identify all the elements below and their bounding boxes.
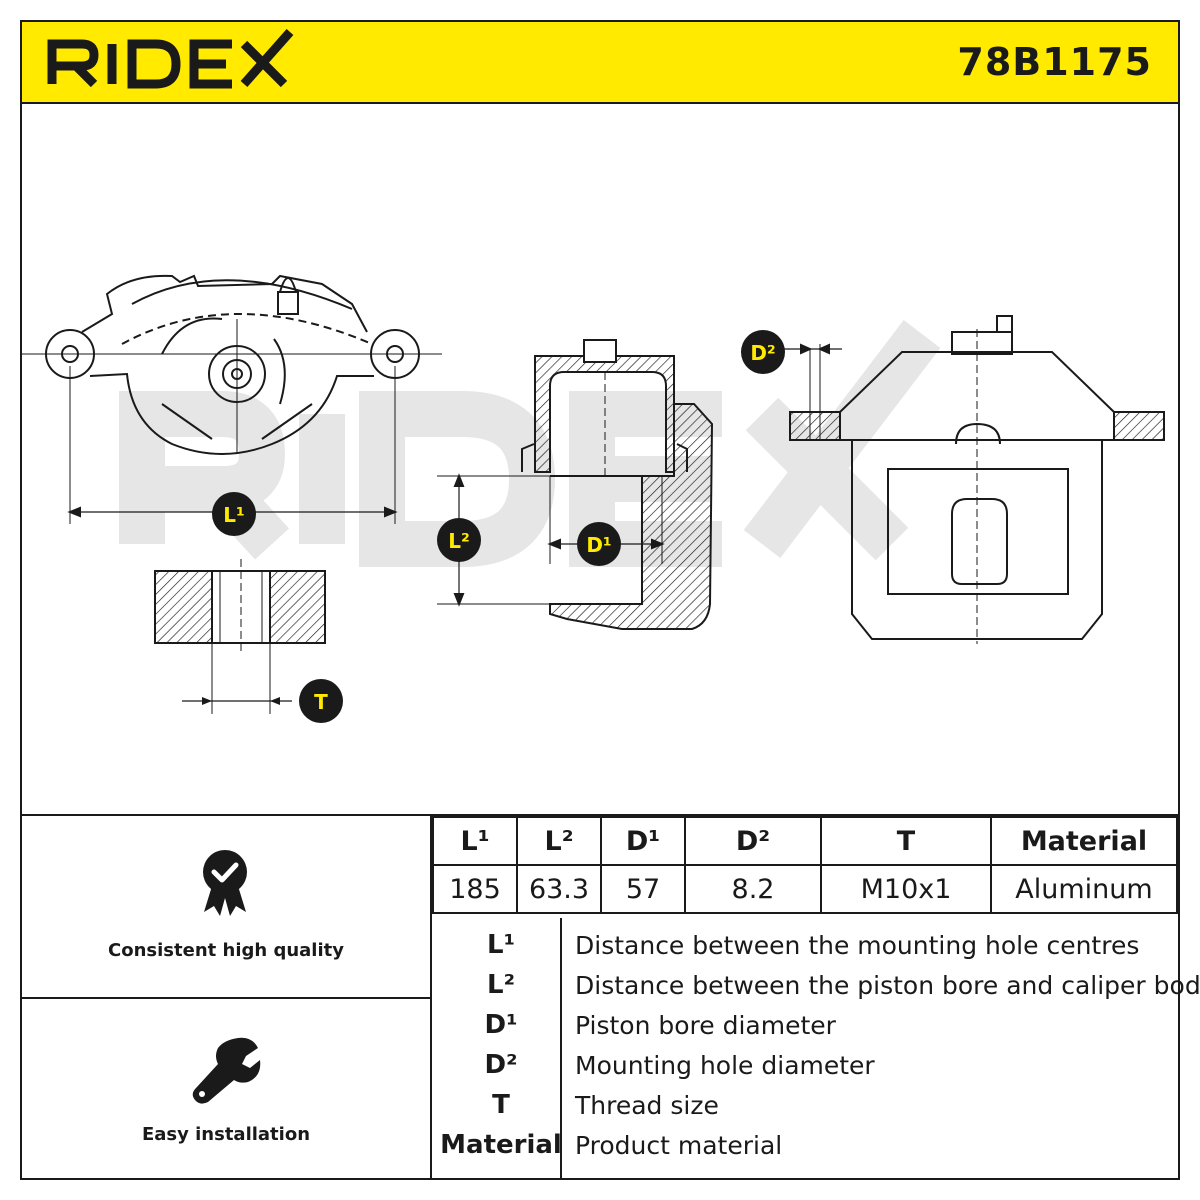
wrench-icon	[192, 1037, 261, 1104]
glossary-row: L¹ Distance between the mounting hole ce…	[432, 926, 1178, 966]
divider	[22, 814, 1178, 816]
glossary-row: Material Product material	[432, 1126, 1178, 1166]
technical-drawing: L¹ T	[22, 104, 1178, 814]
feature-label: Easy installation	[141, 1124, 311, 1145]
d1-badge	[577, 522, 621, 566]
glossary-row: D² Mounting hole diameter	[432, 1046, 1178, 1086]
glossary-key: Material	[440, 1130, 562, 1160]
spec-header-cell: L¹	[432, 816, 518, 866]
l1-badge-label: L¹	[223, 503, 245, 527]
spec-header-cell: T	[820, 816, 992, 866]
glossary-key: D¹	[484, 1010, 518, 1040]
thread-section-view	[154, 559, 326, 714]
ridex-logo	[47, 29, 294, 89]
glossary-desc: Thread size	[575, 1091, 719, 1120]
spec-header-row: L¹ L² D¹ D² T Material	[432, 816, 1178, 866]
glossary-desc: Distance between the mounting hole centr…	[575, 931, 1140, 960]
l2-badge-label: L²	[448, 529, 470, 553]
glossary-key: T	[492, 1090, 510, 1120]
glossary-key: L²	[487, 970, 515, 1000]
spec-value-cell: 57	[600, 864, 686, 914]
t-badge-label: T	[314, 690, 328, 714]
glossary-row: L² Distance between the piston bore and …	[432, 966, 1200, 1006]
glossary-key: D²	[484, 1050, 518, 1080]
glossary-key: L¹	[487, 930, 515, 960]
d1-badge-label: D¹	[586, 533, 611, 557]
caliper-section-view	[437, 339, 714, 630]
spec-value-cell: 8.2	[684, 864, 822, 914]
d2-badge	[741, 330, 785, 374]
header-bar: 78B1175	[22, 22, 1178, 104]
divider	[22, 997, 430, 999]
divider	[430, 816, 432, 1178]
spec-value-cell: M10x1	[820, 864, 992, 914]
spec-value-row: 185 63.3 57 8.2 M10x1 Aluminum	[432, 864, 1178, 914]
glossary-desc: Piston bore diameter	[575, 1011, 836, 1040]
spec-header-cell: D²	[684, 816, 822, 866]
t-badge	[299, 679, 343, 723]
d2-badge-label: D²	[750, 341, 775, 365]
quality-badge-icon	[203, 850, 247, 916]
glossary-row: T Thread size	[432, 1086, 1178, 1126]
caliper-front-view	[22, 274, 442, 524]
caliper-diagram: L¹ T	[22, 274, 1165, 723]
glossary-desc: Distance between the piston bore and cal…	[575, 971, 1200, 1000]
glossary-desc: Mounting hole diameter	[575, 1051, 875, 1080]
feature-label: Consistent high quality	[108, 940, 344, 961]
spec-header-cell: Material	[990, 816, 1178, 866]
spec-table: L¹ L² D¹ D² T Material 185 63.3 57 8.2 M…	[432, 816, 1178, 914]
product-sheet: 78B1175	[20, 20, 1200, 1180]
glossary-row: D¹ Piston bore diameter	[432, 1006, 1178, 1046]
l2-badge	[437, 518, 481, 562]
l1-badge	[212, 492, 256, 536]
part-number: 78B1175	[957, 40, 1152, 84]
caliper-top-view	[782, 315, 1165, 644]
spec-header-cell: D¹	[600, 816, 686, 866]
spec-header-cell: L²	[516, 816, 602, 866]
spec-value-cell: Aluminum	[990, 864, 1178, 914]
spec-value-cell: 185	[432, 864, 518, 914]
glossary-desc: Product material	[575, 1131, 783, 1160]
spec-value-cell: 63.3	[516, 864, 602, 914]
divider	[560, 918, 562, 1178]
